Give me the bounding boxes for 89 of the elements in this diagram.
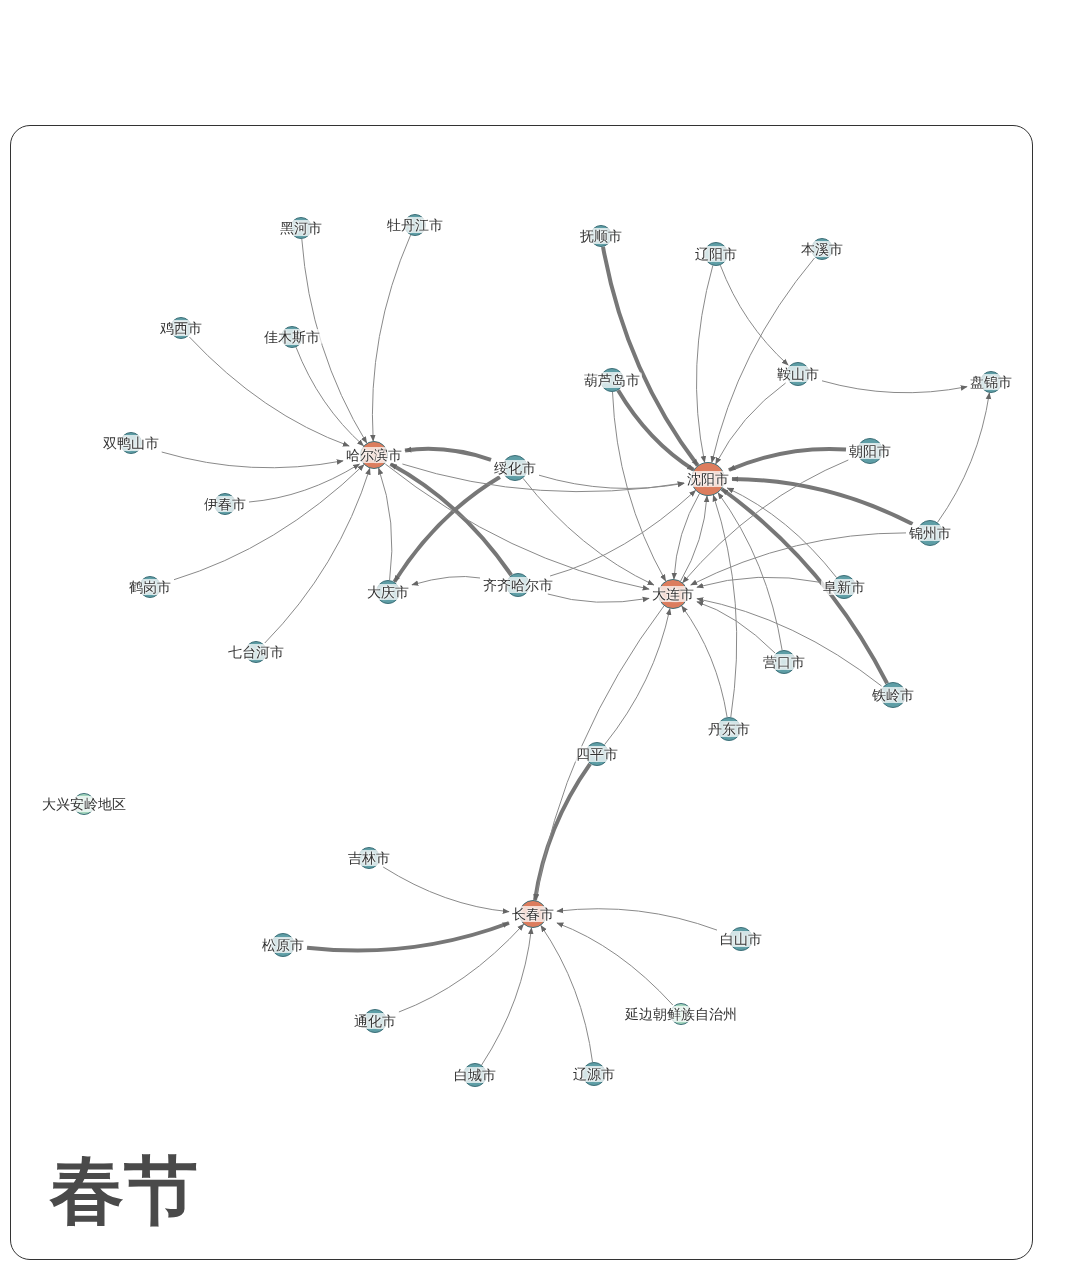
- city-label: 延边朝鲜族自治州: [623, 1006, 739, 1022]
- city-label: 黑河市: [278, 220, 324, 236]
- arrow: [533, 762, 592, 901]
- arrow: [720, 487, 889, 685]
- arrow: [370, 234, 412, 442]
- city-label: 伊春市: [202, 496, 248, 512]
- arrow: [682, 459, 849, 584]
- city-label: 鞍山市: [775, 366, 821, 382]
- city-label: 鹤岗市: [127, 579, 173, 595]
- city-label: 白山市: [718, 931, 764, 947]
- city-label: 七台河市: [226, 644, 286, 660]
- arrow: [384, 463, 650, 591]
- city-label: 辽源市: [571, 1066, 617, 1082]
- city-label: 沈阳市: [685, 471, 731, 487]
- city-label: 大庆市: [365, 584, 411, 600]
- arrow: [248, 463, 360, 503]
- arrow: [680, 495, 710, 582]
- city-label: 齐齐哈尔市: [481, 577, 555, 593]
- arrow: [696, 576, 821, 589]
- arrow: [556, 907, 718, 931]
- city-label: 绥化市: [492, 460, 538, 476]
- city-label: 长春市: [510, 906, 556, 922]
- arrow: [264, 467, 371, 644]
- city-label: 本溪市: [799, 241, 845, 257]
- city-label: 四平市: [574, 746, 620, 762]
- city-label: 盘锦市: [968, 374, 1014, 390]
- arrow: [601, 246, 700, 467]
- city-label: 哈尔滨市: [344, 447, 404, 463]
- arrow: [715, 382, 787, 465]
- arrow: [937, 392, 992, 523]
- city-label: 丹东市: [706, 721, 752, 737]
- arrow: [398, 923, 525, 1013]
- city-label: 营口市: [761, 654, 807, 670]
- city-label: 白城市: [452, 1067, 498, 1083]
- city-label: 通化市: [352, 1013, 398, 1029]
- arrow: [712, 494, 738, 718]
- arrow: [534, 605, 665, 901]
- city-label: 辽阳市: [693, 246, 739, 262]
- arrow: [604, 608, 672, 746]
- arrow: [717, 492, 783, 651]
- arrow: [671, 493, 700, 580]
- arrow: [411, 576, 481, 586]
- arrow: [690, 532, 907, 586]
- arrow: [719, 264, 789, 366]
- arrow: [731, 476, 914, 526]
- city-label: 锦州市: [907, 525, 953, 541]
- arrow: [540, 925, 593, 1063]
- city-label: 双鸭山市: [101, 435, 161, 451]
- arrow: [696, 601, 776, 654]
- city-label: 葫芦岛市: [582, 372, 642, 388]
- arrow: [710, 257, 815, 464]
- arrow: [549, 490, 696, 577]
- arrow: [616, 389, 695, 472]
- city-label: 鸡西市: [158, 320, 204, 336]
- arrow: [696, 265, 714, 463]
- arrow: [392, 475, 501, 583]
- arrow: [821, 380, 968, 394]
- arrow: [612, 391, 667, 582]
- arrow: [173, 464, 365, 581]
- arrow: [481, 927, 534, 1066]
- city-label: 朝阳市: [847, 443, 893, 459]
- arrow: [389, 462, 513, 577]
- arrow: [522, 477, 655, 586]
- arrow: [726, 487, 838, 579]
- city-label: 抚顺市: [578, 228, 624, 244]
- city-label: 铁岭市: [870, 687, 916, 703]
- arrow: [401, 463, 685, 493]
- arrow: [301, 238, 368, 444]
- arrow: [306, 921, 510, 953]
- arrow: [547, 593, 650, 603]
- arrow: [696, 597, 882, 687]
- arrow: [377, 467, 393, 581]
- arrow: [188, 336, 350, 447]
- city-label: 松原市: [260, 937, 306, 953]
- city-label: 大连市: [650, 586, 696, 602]
- arrow: [295, 346, 364, 447]
- arrow: [728, 447, 847, 472]
- city-label: 佳木斯市: [262, 329, 322, 345]
- chart-title: 春节: [50, 1150, 198, 1232]
- arrow: [681, 605, 728, 718]
- arrow: [404, 446, 492, 462]
- arrow: [382, 866, 510, 914]
- arrow: [161, 451, 344, 469]
- city-label: 大兴安岭地区: [40, 796, 128, 812]
- city-label: 牡丹江市: [385, 217, 445, 233]
- city-label: 吉林市: [346, 850, 392, 866]
- city-label: 阜新市: [821, 579, 867, 595]
- arrow: [556, 922, 674, 1006]
- arrow: [538, 474, 685, 489]
